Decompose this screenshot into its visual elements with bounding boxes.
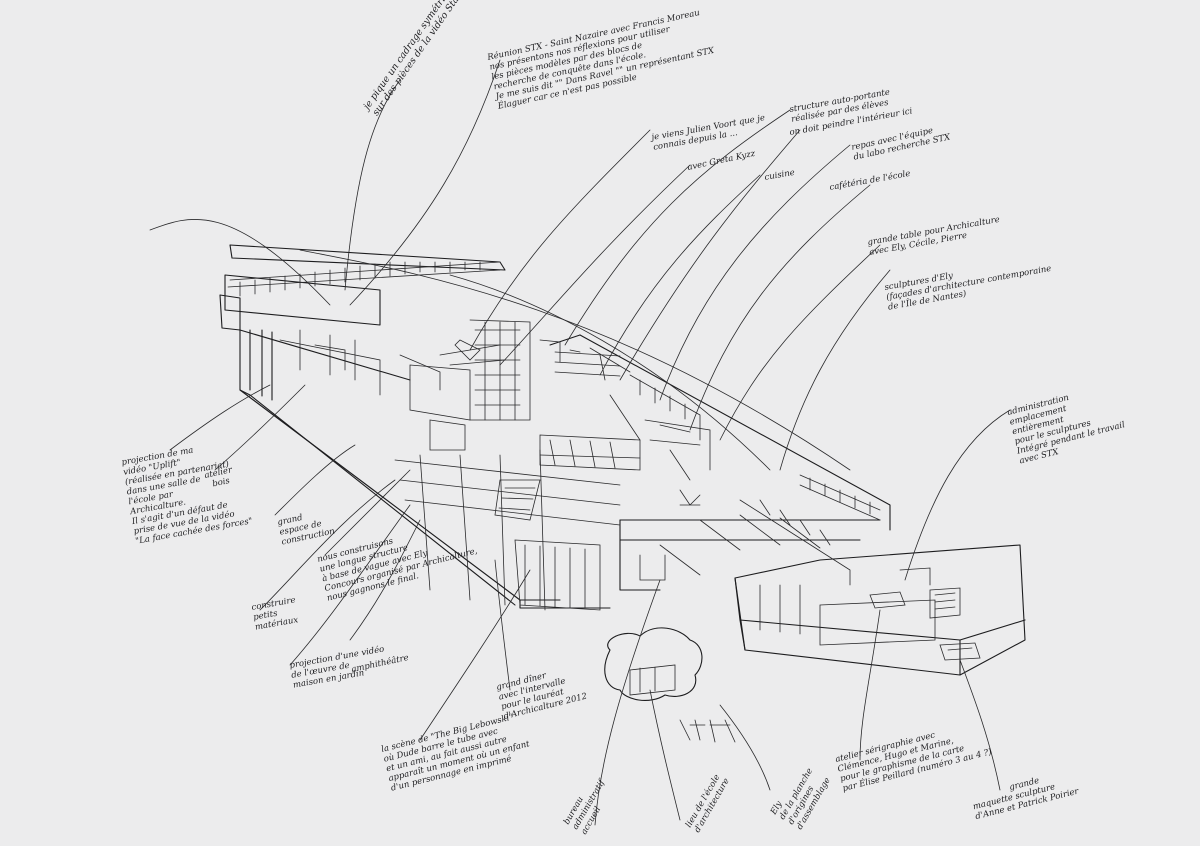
note-maquette: grande maquette sculpture d'Anne et Patr… [969, 767, 1080, 822]
note-serigraphie: atelier sérigraphie avec Clémence, Hugo … [834, 717, 993, 794]
note-cuisine: cuisine [764, 168, 796, 183]
note-julien: je viens Julien Voort que je connais dep… [649, 113, 770, 153]
note-ely-planche: Ely de la planche d'origines d'assemblag… [768, 759, 833, 832]
note-construisons: nous construisons une longue structure à… [316, 517, 483, 604]
main-building [219, 244, 891, 611]
note-lebowski: la scène de "The Big Lebowski" où Dude b… [380, 708, 536, 793]
annex-building [734, 544, 1026, 676]
note-reunion-stx: Réunion STX - Saint Nazaire avec Francis… [484, 5, 719, 112]
note-greta: avec Greta Kyzz [687, 149, 757, 173]
note-cafeteria: cafétéria de l'école [829, 168, 912, 193]
note-lieu-ecole: lieu de l'école d'architecture [683, 770, 732, 834]
note-grand-diner: grand dîner avec l'intervalle pour le la… [495, 661, 588, 722]
note-atelier-bois: atelier bois [204, 465, 238, 491]
note-repas: repas avec l'équipe du labo recherche ST… [850, 121, 952, 162]
note-sculptures: sculptures d'Ely (façades d'architecture… [884, 254, 1057, 313]
note-grande-table: grande table pour Archicalture avec Ely,… [867, 214, 1005, 257]
note-espace-construction: grand espace de construction [277, 507, 336, 548]
note-construire: construire petits matériaux [251, 595, 303, 633]
note-bureau: bureau administratif accueil [562, 771, 617, 837]
note-administration: administration emplacement entièrement p… [1005, 381, 1131, 467]
leader-lines [149, 59, 1011, 826]
